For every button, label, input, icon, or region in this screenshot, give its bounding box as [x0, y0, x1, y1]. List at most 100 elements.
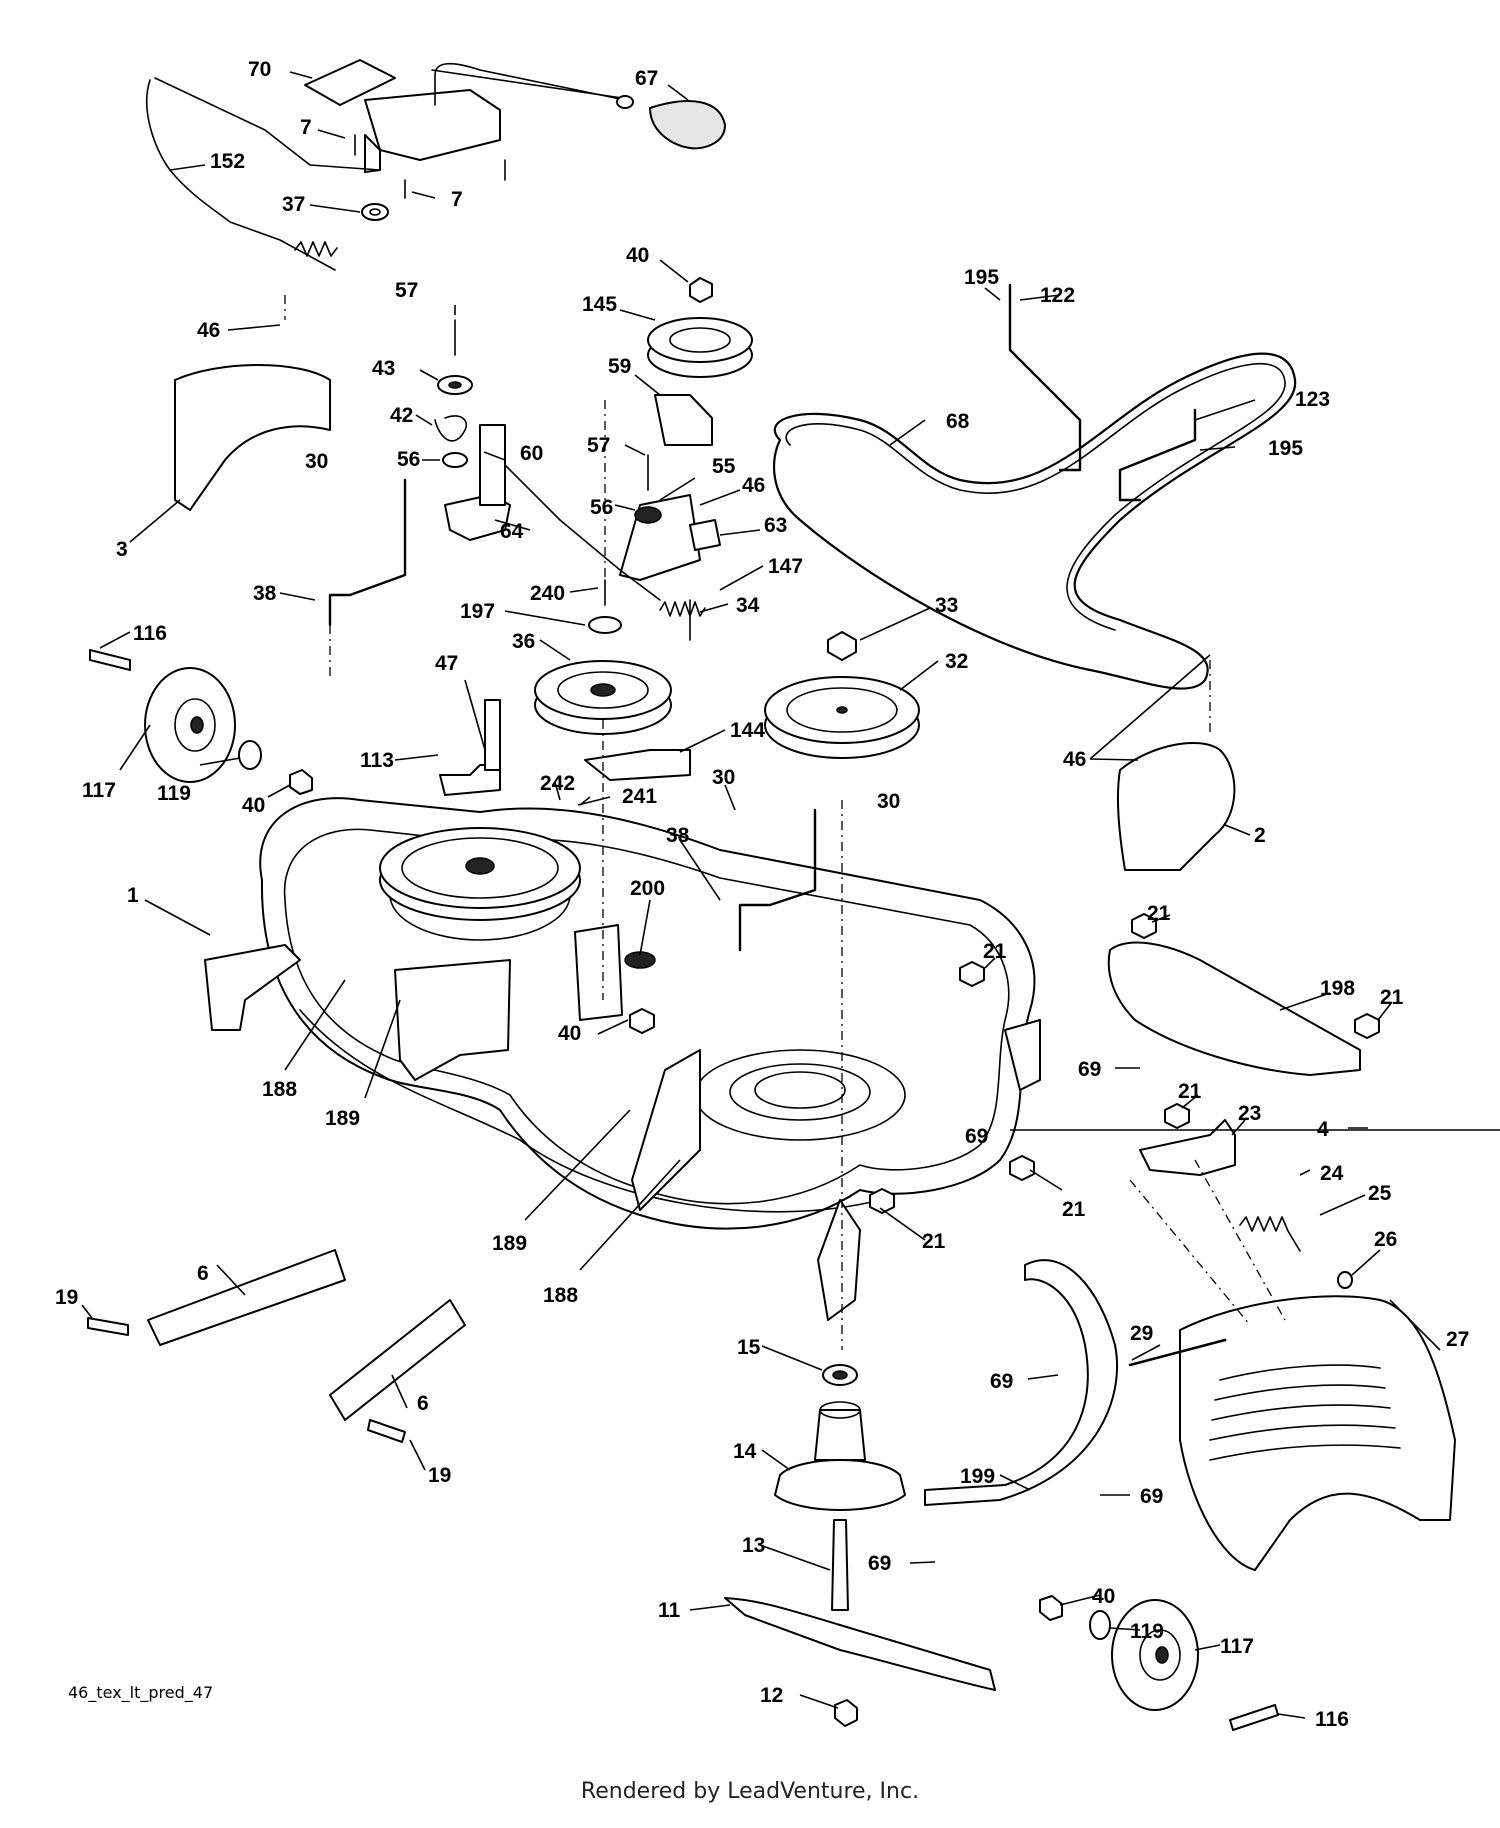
deck-bracket-plate-left[interactable] [394, 959, 511, 1081]
drive-pulley-32[interactable] [764, 676, 920, 759]
washer-56-left[interactable] [442, 452, 468, 468]
nut-33[interactable] [827, 631, 857, 661]
nut-21-right[interactable] [1009, 1155, 1035, 1181]
callout-122: 122 [1040, 284, 1075, 307]
nut-40-deck[interactable] [629, 1008, 655, 1034]
knob-67[interactable] [648, 100, 727, 150]
chute-spring-25[interactable] [1239, 1216, 1301, 1252]
nut-21-deck[interactable] [959, 961, 985, 987]
deck-spindle-pulley[interactable] [379, 827, 581, 921]
chute-rod-29[interactable] [1128, 1338, 1227, 1367]
nut-40-left[interactable] [289, 769, 313, 795]
washer-56-right[interactable] [634, 506, 662, 524]
deflector-bracket-198[interactable] [1107, 941, 1361, 1076]
callout-69: 69 [965, 1125, 988, 1148]
bracket-47-upright[interactable] [484, 699, 501, 771]
engagement-cable-152[interactable] [146, 79, 336, 271]
nut-40-right[interactable] [1039, 1595, 1063, 1621]
callout-7: 7 [451, 188, 463, 211]
callout-200: 200 [630, 877, 665, 900]
callout-69: 69 [990, 1370, 1013, 1393]
nut-21-chute[interactable] [1164, 1103, 1190, 1129]
washer-26[interactable] [1337, 1271, 1353, 1289]
spindle-shaft-13[interactable] [831, 1519, 849, 1611]
belt-cover-3[interactable] [174, 364, 331, 511]
footer-credit: Rendered by LeadVenture, Inc. [580, 1779, 920, 1804]
cable-spring[interactable] [294, 241, 338, 257]
belt-cover-2[interactable] [1116, 742, 1236, 871]
gauge-wheel-117-right[interactable] [1111, 1599, 1199, 1711]
bracket-60-upright[interactable] [479, 424, 506, 506]
callout-21: 21 [1380, 986, 1404, 1009]
bracket-63[interactable] [689, 519, 721, 551]
idler-arm-55[interactable] [619, 494, 701, 581]
callout-21: 21 [983, 940, 1007, 963]
discharge-chute-27[interactable] [1179, 1295, 1456, 1571]
callout-57: 57 [395, 279, 418, 302]
callout-240: 240 [530, 582, 565, 605]
nut-21-bracket[interactable] [1354, 1013, 1380, 1039]
spring-42[interactable] [434, 415, 467, 442]
bearing-15[interactable] [822, 1364, 858, 1386]
spring-147[interactable] [659, 601, 706, 617]
callout-12: 12 [760, 1684, 783, 1707]
callout-26: 26 [1374, 1228, 1397, 1251]
deck-bracket-right[interactable] [1004, 1019, 1041, 1091]
spindle-housing-14[interactable] [774, 1401, 906, 1511]
callout-32: 32 [945, 650, 968, 673]
callout-189: 189 [325, 1107, 360, 1130]
bracket-59[interactable] [654, 394, 713, 446]
idler-pulley-36[interactable] [534, 660, 672, 735]
gauge-wheel-117-left[interactable] [144, 667, 236, 783]
callout-40: 40 [626, 244, 649, 267]
cable-upper-run[interactable] [154, 77, 381, 171]
chute-bracket-23[interactable] [1139, 1119, 1236, 1176]
guide-rod-38-center[interactable] [738, 808, 817, 952]
engagement-linkage-assembly[interactable] [304, 59, 634, 173]
tension-rod-64[interactable] [499, 459, 661, 601]
callout-55: 55 [712, 455, 736, 478]
callout-144: 144 [730, 719, 765, 742]
callout-64: 64 [500, 520, 524, 543]
callout-21: 21 [1147, 902, 1171, 925]
callout-117: 117 [1220, 1635, 1254, 1658]
idler-pulley-145[interactable] [647, 317, 753, 378]
washer-43[interactable] [437, 375, 473, 395]
callout-7: 7 [300, 116, 312, 139]
callout-46: 46 [197, 319, 220, 342]
belt-68[interactable] [772, 352, 1297, 690]
lift-arm-6-upper[interactable] [147, 1249, 346, 1346]
callout-152: 152 [210, 150, 245, 173]
callout-113: 113 [360, 749, 394, 772]
callout-70: 70 [248, 58, 271, 81]
lift-arm-6-lower[interactable] [329, 1299, 466, 1421]
guide-rod-38-left[interactable] [328, 478, 407, 627]
belt-guide-123[interactable] [1118, 408, 1197, 502]
washer-119-right[interactable] [1089, 1610, 1111, 1640]
diagram-code: 46_tex_lt_pred_47 [68, 1683, 214, 1702]
washer-119-left[interactable] [238, 740, 262, 770]
wheel-bolt-116-left[interactable] [89, 649, 131, 671]
bolt-19-lower[interactable] [367, 1419, 406, 1443]
belt-keeper-199[interactable] [924, 1259, 1119, 1506]
deck-lift-bracket-left[interactable] [204, 944, 301, 1031]
callout-145: 145 [582, 293, 617, 316]
washer-197[interactable] [588, 616, 622, 634]
deck-bracket-front[interactable] [817, 1199, 861, 1321]
mower-blade-11[interactable] [724, 1597, 996, 1691]
deck-bracket-plate-center[interactable] [631, 1049, 701, 1211]
washer-37[interactable] [361, 203, 389, 221]
callout-43: 43 [372, 357, 395, 380]
callout-188: 188 [262, 1078, 297, 1101]
nut-21-cover[interactable] [1131, 913, 1157, 939]
callout-33: 33 [935, 594, 958, 617]
belt-guide-122[interactable] [1008, 283, 1082, 472]
blade-bracket-200[interactable] [574, 924, 623, 1021]
bracket-144[interactable] [584, 749, 691, 781]
bolt-19-upper[interactable] [87, 1317, 129, 1336]
nut-40-top[interactable] [689, 277, 713, 303]
blade-bolt-12[interactable] [834, 1699, 858, 1727]
nut-21-front[interactable] [869, 1188, 895, 1214]
callout-30: 30 [305, 450, 328, 473]
wheel-bolt-116-right[interactable] [1229, 1704, 1279, 1731]
